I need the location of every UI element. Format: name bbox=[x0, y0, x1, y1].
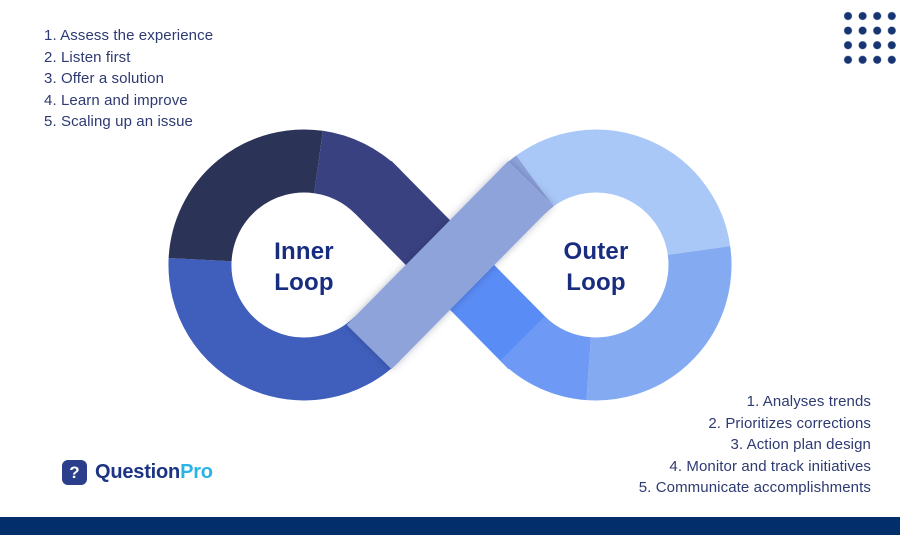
dots-grid-decoration bbox=[841, 9, 900, 69]
list-item: 1. Assess the experience bbox=[44, 27, 214, 44]
list-item: 3. Offer a solution bbox=[44, 70, 165, 88]
inner-loop-segment-dark-navy bbox=[168, 129, 323, 263]
questionpro-logo: ? QuestionPro bbox=[62, 460, 213, 485]
inner-loop-step-list: 1. Assess the experience 2. Listen first… bbox=[44, 25, 213, 133]
logo-icon-glyph: ? bbox=[69, 463, 80, 482]
list-item: 5. Scaling up an issue bbox=[44, 113, 193, 131]
logo-text-pro: Pro bbox=[180, 461, 213, 483]
outer-loop-label: Outer Loop bbox=[563, 238, 629, 296]
list-item: 5. Communicate accomplishments bbox=[638, 479, 871, 497]
outer-loop-segment-medium-blue bbox=[500, 315, 593, 401]
questionpro-logo-text: QuestionPro bbox=[95, 461, 213, 484]
outer-loop-segment-sky-blue bbox=[586, 246, 732, 401]
logo-text-question: Question bbox=[95, 461, 181, 483]
crossover-band-periwinkle bbox=[346, 160, 554, 370]
list-item: 2. Prioritizes corrections bbox=[708, 414, 871, 432]
list-item: 2. Listen first bbox=[44, 48, 131, 66]
list-item: 1. Analyses trends bbox=[746, 393, 871, 410]
question-mark-icon: ? bbox=[62, 460, 87, 485]
outer-loop-segment-light-blue bbox=[516, 129, 731, 256]
list-item: 4. Monitor and track initiatives bbox=[669, 457, 871, 475]
outer-loop-step-list: 1. Analyses trends 2. Prioritizes correc… bbox=[639, 391, 871, 499]
inner-loop-segment-indigo bbox=[312, 130, 400, 215]
inner-loop-segment-royal-blue bbox=[168, 258, 400, 401]
inner-loop-label: Inner Loop bbox=[274, 238, 334, 296]
list-item: 4. Learn and improve bbox=[44, 91, 188, 109]
list-item: 3. Action plan design bbox=[730, 436, 871, 454]
footer-bar bbox=[0, 517, 900, 535]
